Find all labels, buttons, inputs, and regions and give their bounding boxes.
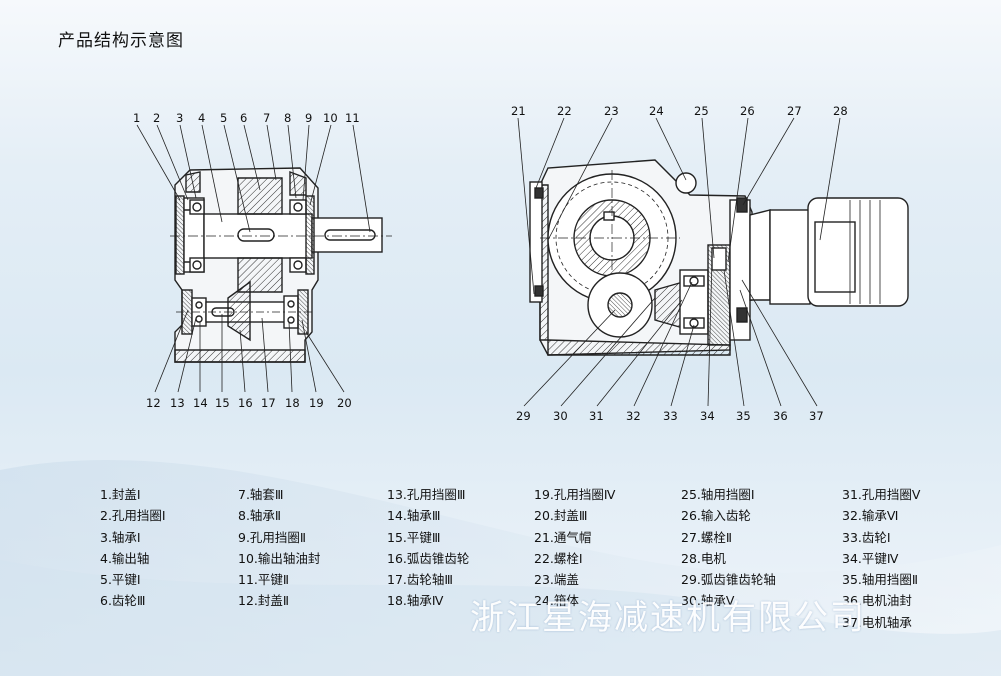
part-label: 28 [833,104,848,118]
part-label: 19 [309,396,324,410]
legend-item: 15.平键Ⅲ [387,529,441,545]
part-label: 9 [305,111,312,125]
legend-item: 10.输出轴油封 [238,550,321,566]
legend-item: 12.封盖Ⅱ [238,593,290,609]
part-label: 7 [263,111,270,125]
left-leader-lines [136,124,371,393]
legend-item: 14.轴承Ⅲ [387,508,441,524]
legend-item: 23.端盖 [534,572,579,588]
part-label: 4 [198,111,205,125]
part-label: 23 [604,104,619,118]
legend-item: 36.电机油封 [842,593,912,609]
part-label: 30 [553,409,568,423]
legend-column: 31.孔用挡圈Ⅴ 32.输承Ⅵ 33.齿轮Ⅰ 34.平键Ⅳ 35.轴用挡圈Ⅱ 3… [842,484,920,633]
part-label: 21 [511,104,526,118]
legend-item: 29.弧齿锥齿轮轴 [681,572,776,588]
part-label: 16 [238,396,253,410]
legend-item: 27.螺栓Ⅱ [681,529,733,545]
left-gearbox-drawing [170,167,392,363]
part-label: 1 [133,111,140,125]
part-label: 36 [773,409,788,423]
part-label: 11 [345,111,360,125]
legend-item: 28.电机 [681,550,726,566]
part-label: 12 [146,396,161,410]
legend-item: 6.齿轮Ⅲ [100,593,146,609]
part-label: 10 [323,111,338,125]
legend-item: 11.平键Ⅱ [238,572,290,588]
part-label: 27 [787,104,802,118]
right-top-labels: 21 22 23 24 25 26 27 28 [511,104,848,118]
legend-item: 34.平键Ⅳ [842,550,899,566]
legend-item: 4.输出轴 [100,550,150,566]
legend-column: 25.轴用挡圈Ⅰ 26.输入齿轮 27.螺栓Ⅱ 28.电机 29.弧齿锥齿轮轴 … [681,484,776,612]
parts-legend: 1.封盖Ⅰ 2.孔用挡圈Ⅰ 3.轴承Ⅰ 4.输出轴 5.平键Ⅰ 6.齿轮Ⅲ 7.… [0,484,1001,630]
legend-item: 22.螺栓Ⅰ [534,550,583,566]
legend-column: 19.孔用挡圈Ⅳ 20.封盖Ⅲ 21.通气帽 22.螺栓Ⅰ 23.端盖 24.箱… [534,484,615,612]
legend-item: 26.输入齿轮 [681,508,751,524]
legend-column: 7.轴套Ⅲ 8.轴承Ⅱ 9.孔用挡圈Ⅱ 10.输出轴油封 11.平键Ⅱ 12.封… [238,484,320,612]
legend-item: 17.齿轮轴Ⅲ [387,572,453,588]
legend-item: 33.齿轮Ⅰ [842,529,891,545]
right-bottom-labels: 29 30 31 32 33 34 35 36 37 [516,409,824,423]
legend-item: 13.孔用挡圈Ⅲ [387,487,466,502]
legend-item: 20.封盖Ⅲ [534,508,588,524]
part-label: 22 [557,104,572,118]
legend-item: 25.轴用挡圈Ⅰ [681,487,755,502]
page-title: 产品结构示意图 [58,31,184,51]
right-leader-lines [517,117,841,407]
part-label: 35 [736,409,751,423]
part-label: 15 [215,396,230,410]
legend-item: 9.孔用挡圈Ⅱ [238,529,307,545]
legend-item: 24.箱体 [534,593,579,609]
legend-item: 37.电机轴承 [842,614,912,630]
part-label: 2 [153,111,160,125]
part-label: 18 [285,396,300,410]
legend-column: 13.孔用挡圈Ⅲ 14.轴承Ⅲ 15.平键Ⅲ 16.弧齿锥齿轮 17.齿轮轴Ⅲ … [387,484,469,612]
legend-item: 35.轴用挡圈Ⅱ [842,572,919,588]
legend-item: 1.封盖Ⅰ [100,487,141,502]
part-label: 8 [284,111,291,125]
part-label: 33 [663,409,678,423]
part-label: 24 [649,104,664,118]
part-label: 3 [176,111,183,125]
right-gearbox-drawing [529,159,909,356]
legend-item: 2.孔用挡圈Ⅰ [100,508,166,524]
left-top-labels: 1 2 3 4 5 6 7 8 9 10 11 [133,111,360,125]
part-label: 34 [700,409,715,423]
part-label: 29 [516,409,531,423]
legend-item: 19.孔用挡圈Ⅳ [534,487,616,502]
company-watermark: 浙江星海减速机有限公司 [470,598,866,638]
part-label: 5 [220,111,227,125]
legend-item: 21.通气帽 [534,529,592,545]
part-label: 31 [589,409,604,423]
legend-item: 8.轴承Ⅱ [238,508,282,524]
legend-item: 7.轴套Ⅲ [238,487,284,502]
part-label: 17 [261,396,276,410]
legend-column: 1.封盖Ⅰ 2.孔用挡圈Ⅰ 3.轴承Ⅰ 4.输出轴 5.平键Ⅰ 6.齿轮Ⅲ [100,484,166,612]
structure-diagram: 1 2 3 4 5 6 7 8 9 10 11 12 13 14 15 16 1… [133,104,909,423]
legend-item: 31.孔用挡圈Ⅴ [842,487,921,502]
left-bottom-labels: 12 13 14 15 16 17 18 19 20 [146,396,352,410]
part-label: 6 [240,111,247,125]
legend-item: 5.平键Ⅰ [100,572,141,588]
part-label: 14 [193,396,208,410]
legend-item: 30.轴承Ⅴ [681,593,735,609]
part-label: 37 [809,409,824,423]
legend-item: 3.轴承Ⅰ [100,529,141,545]
part-label: 20 [337,396,352,410]
part-label: 26 [740,104,755,118]
part-label: 25 [694,104,709,118]
part-label: 32 [626,409,641,423]
legend-item: 16.弧齿锥齿轮 [387,550,470,566]
legend-item: 32.输承Ⅵ [842,508,899,524]
part-label: 13 [170,396,185,410]
legend-item: 18.轴承Ⅳ [387,593,444,609]
